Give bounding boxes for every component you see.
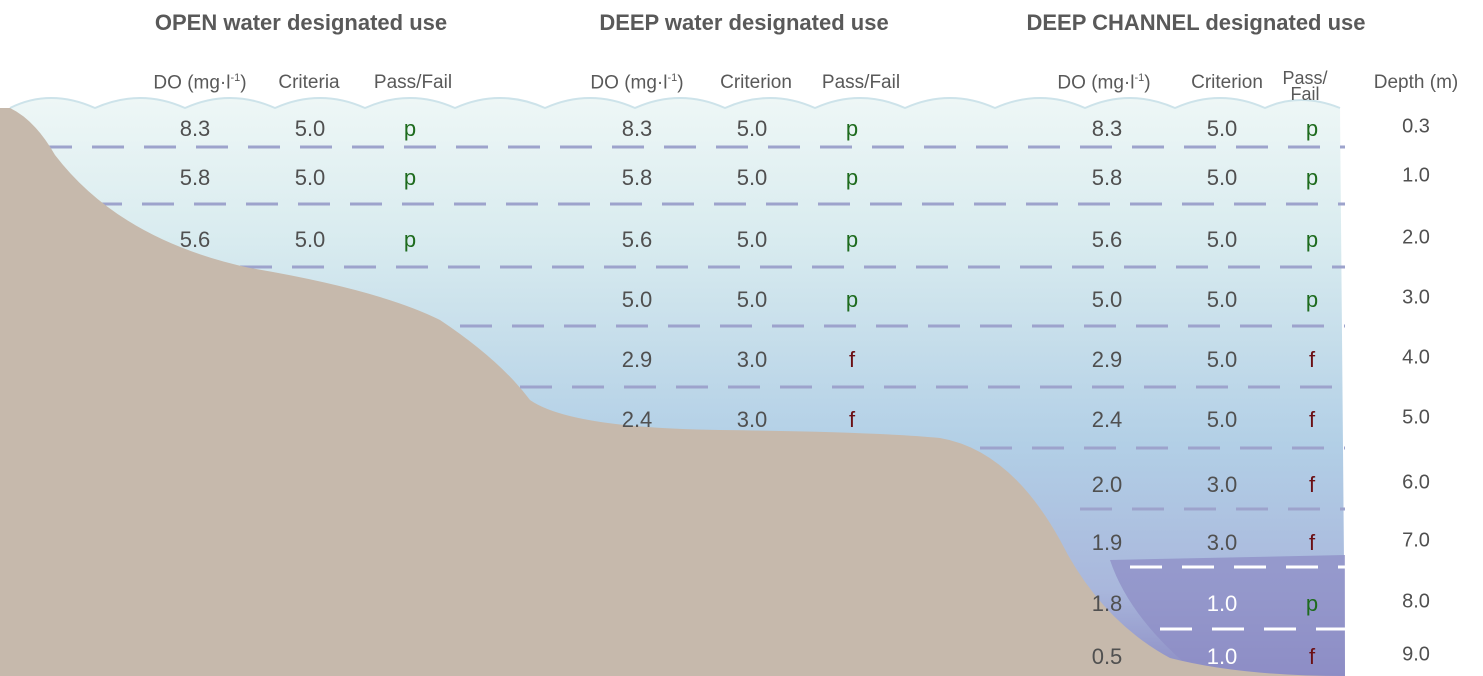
deep-criterion-value: 5.0	[736, 227, 768, 252]
depth-value: 1.0	[1402, 164, 1430, 187]
channel-criterion-value: 3.0	[1206, 530, 1238, 555]
deep-do-value: 2.9	[621, 347, 653, 372]
deep-criterion-value: 5.0	[736, 116, 768, 141]
open-do-value: 5.6	[179, 227, 211, 252]
open-passfail-value: p	[403, 165, 417, 190]
open-passfail-value: p	[403, 227, 417, 252]
open-criterion-value: 5.0	[294, 227, 326, 252]
channel-do-value: 2.0	[1091, 472, 1123, 497]
deep-passfail-value: f	[848, 407, 856, 432]
channel-criterion-value: 5.0	[1206, 227, 1238, 252]
deep-passfail-value: p	[845, 116, 859, 141]
deep-do-value: 5.8	[621, 165, 653, 190]
channel-criterion-header: Criterion	[1191, 72, 1263, 93]
channel-passfail-value: p	[1305, 227, 1319, 252]
channel-do-value: 1.9	[1091, 530, 1123, 555]
deep-passfail-header: Pass/Fail	[821, 72, 901, 93]
channel-do-value: 8.3	[1091, 116, 1123, 141]
channel-do-value: 5.8	[1091, 165, 1123, 190]
channel-criterion-value: 1.0	[1206, 644, 1238, 669]
channel-passfail-value: f	[1308, 644, 1316, 669]
deep-channel-title: DEEP CHANNEL designated use	[1026, 10, 1366, 35]
depth-value: 8.0	[1402, 590, 1430, 613]
open-criteria-header: Criteria	[278, 72, 340, 93]
depth-lines	[40, 145, 1345, 511]
channel-do-value: 0.5	[1091, 644, 1123, 669]
channel-passfail-value: f	[1308, 347, 1316, 372]
channel-passfail-value: p	[1305, 116, 1319, 141]
depth-value: 0.3	[1402, 115, 1430, 138]
channel-do-value: 2.9	[1091, 347, 1123, 372]
deep-do-value: 8.3	[621, 116, 653, 141]
depth-value: 4.0	[1402, 346, 1430, 369]
deep-do-value: 5.0	[621, 287, 653, 312]
channel-do-value: 5.0	[1091, 287, 1123, 312]
channel-criterion-value: 1.0	[1206, 591, 1238, 616]
channel-passfail-value: f	[1308, 407, 1316, 432]
open-criterion-value: 5.0	[294, 116, 326, 141]
deep-passfail-value: p	[845, 227, 859, 252]
depth-value: 3.0	[1402, 286, 1430, 309]
open-criterion-value: 5.0	[294, 165, 326, 190]
depth-value: 5.0	[1402, 406, 1430, 429]
channel-do-value: 5.6	[1091, 227, 1123, 252]
deep-do-value: 5.6	[621, 227, 653, 252]
channel-criterion-value: 5.0	[1206, 347, 1238, 372]
deep-channel-zone	[1110, 555, 1345, 676]
channel-criterion-value: 5.0	[1206, 407, 1238, 432]
depth-value: 6.0	[1402, 471, 1430, 494]
channel-criterion-value: 3.0	[1206, 472, 1238, 497]
channel-criterion-value: 5.0	[1206, 165, 1238, 190]
depth-value: 9.0	[1402, 643, 1430, 666]
deep-water-title: DEEP water designated use	[599, 10, 889, 35]
channel-do-value: 1.8	[1091, 591, 1123, 616]
channel-do-value: 2.4	[1091, 407, 1123, 432]
deep-criterion-value: 5.0	[736, 165, 768, 190]
deep-criterion-value: 5.0	[736, 287, 768, 312]
channel-passfail-value: p	[1305, 287, 1319, 312]
open-water-title: OPEN water designated use	[154, 10, 448, 35]
deep-criterion-value: 3.0	[736, 407, 768, 432]
deep-criterion-header: Criterion	[720, 72, 792, 93]
channel-passfail-value: p	[1305, 591, 1319, 616]
channel-passfail-value: f	[1308, 472, 1316, 497]
open-passfail-value: p	[403, 116, 417, 141]
channel-criterion-value: 5.0	[1206, 116, 1238, 141]
channel-passfail-value: p	[1305, 165, 1319, 190]
depth-value: 2.0	[1402, 226, 1430, 249]
deep-passfail-value: f	[848, 347, 856, 372]
open-do-value: 5.8	[179, 165, 211, 190]
open-passfail-header: Pass/Fail	[373, 72, 453, 93]
channel-criterion-value: 5.0	[1206, 287, 1238, 312]
deep-passfail-value: p	[845, 287, 859, 312]
deep-criterion-value: 3.0	[736, 347, 768, 372]
deep-do-value: 2.4	[621, 407, 653, 432]
open-do-header: DO (mg·l-1)	[153, 72, 247, 94]
channel-passfail-value: f	[1308, 530, 1316, 555]
sediment-profile	[0, 108, 1345, 676]
depth-header: Depth (m)	[1373, 72, 1459, 93]
open-do-value: 8.3	[179, 116, 211, 141]
water-surface	[9, 97, 1341, 110]
deep-passfail-value: p	[845, 165, 859, 190]
depth-value: 7.0	[1402, 529, 1430, 552]
deep-depth-lines	[1130, 565, 1345, 631]
deep-do-header: DO (mg·l-1)	[590, 72, 684, 94]
channel-do-header: DO (mg·l-1)	[1057, 72, 1151, 94]
channel-passfail-header: Pass/Fail	[1282, 68, 1328, 104]
